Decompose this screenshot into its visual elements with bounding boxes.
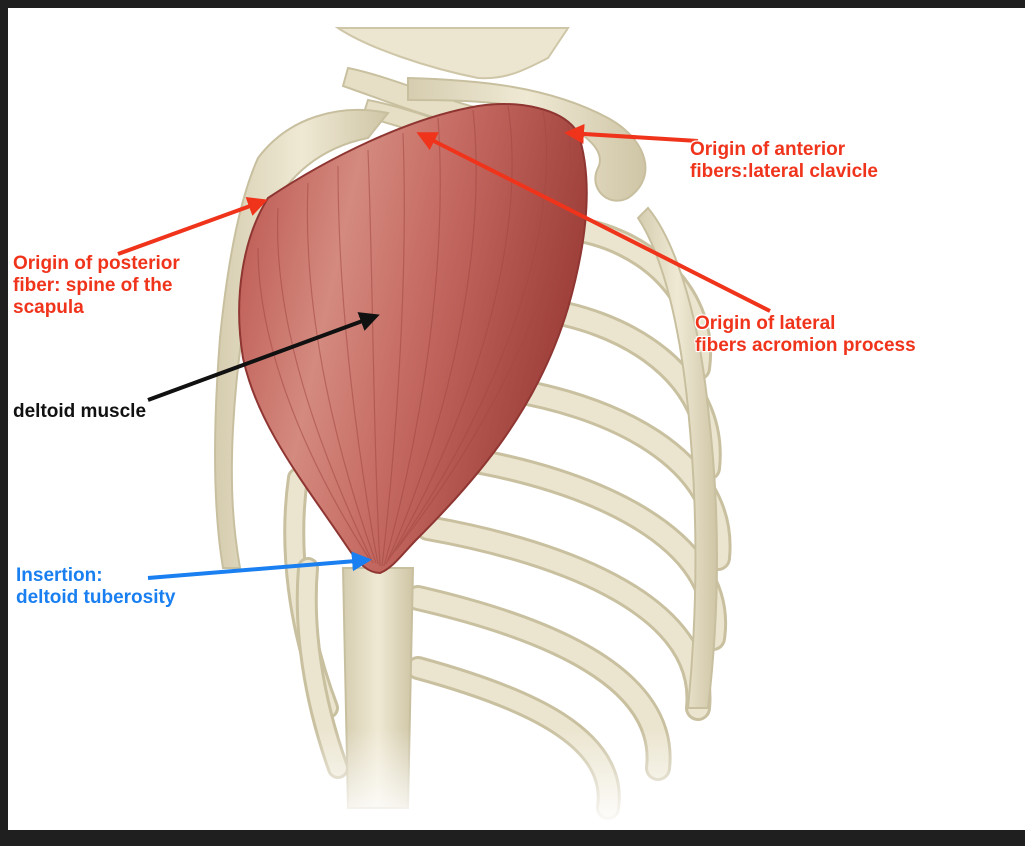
annotation-arrows — [117, 124, 771, 580]
deltoid-anatomy-illustration — [8, 27, 1025, 830]
label-lateral-origin-line1: Origin of lateral — [695, 313, 836, 334]
deltoid-muscle — [238, 103, 588, 575]
label-insertion-line2: deltoid tuberosity — [16, 587, 176, 608]
label-anterior-origin-line2: fibers:lateral clavicle — [690, 161, 878, 182]
deltoid-muscle-arrow — [147, 312, 380, 402]
bottom-fade — [8, 728, 1025, 830]
posterior-origin-arrow — [117, 197, 268, 256]
label-deltoid-muscle-line1: deltoid muscle — [13, 401, 147, 422]
label-posterior-origin: Origin of posterior fiber: spine of the … — [13, 253, 180, 319]
label-deltoid-muscle: deltoid muscle — [13, 401, 146, 423]
insertion-arrow — [147, 551, 372, 580]
label-posterior-origin-line3: scapula — [13, 297, 84, 318]
label-insertion-line1: Insertion: — [16, 565, 103, 586]
label-posterior-origin-line1: Origin of posterior — [13, 253, 180, 274]
illustration-frame: Origin of anterior fibers:lateral clavic… — [8, 8, 1025, 830]
label-lateral-origin-line2: fibers acromion process — [695, 335, 916, 356]
label-anterior-origin: Origin of anterior fibers:lateral clavic… — [690, 139, 878, 183]
sternum-bone — [636, 206, 718, 709]
label-insertion: Insertion: deltoid tuberosity — [16, 565, 175, 609]
lateral-origin-arrow — [416, 132, 771, 313]
anterior-origin-arrow — [564, 124, 699, 144]
label-posterior-origin-line2: fiber: spine of the — [13, 275, 173, 296]
label-lateral-origin: Origin of lateral fibers acromion proces… — [695, 313, 916, 357]
label-anterior-origin-line1: Origin of anterior — [690, 139, 846, 160]
